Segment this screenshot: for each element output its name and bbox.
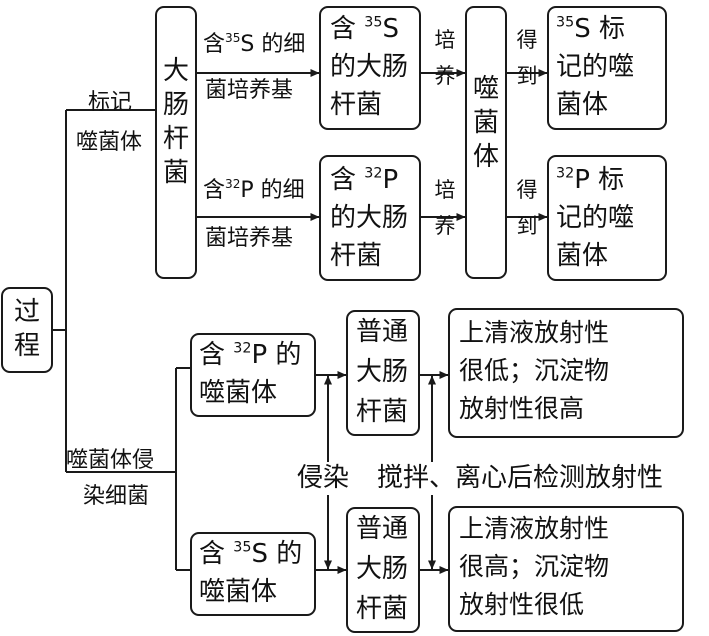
obtain-label-bottom: 得到 [516,178,538,238]
p32-phage-line2: 噬菌体 [199,378,278,408]
s35-result-line3: 菌体 [556,90,609,120]
normal-ecoli-box-bottom [346,507,420,633]
branch-label-top-2: 噬菌体 [76,130,143,155]
normal-ecoli-top-line3: 杆菌 [356,397,409,427]
result-s35-line2: 很高；沉淀物 [459,552,610,581]
s35-medium-line1: 含35S 的细 [203,30,306,57]
s35-ecoli-box [319,6,421,130]
process-detect-label: 搅拌、离心后检测放射性 [376,462,665,495]
s35-result-line1: 35S 标 [556,14,625,44]
p32-ecoli-line3: 杆菌 [330,241,383,271]
p32-result-line3: 菌体 [556,241,609,271]
result-p32-box [448,308,684,438]
branch-label-infect: 噬菌体侵 [66,448,155,473]
s35-result-box [547,6,667,130]
ecoli-box [155,6,197,279]
p32-phage-box [190,333,316,417]
normal-ecoli-top-line1: 普通 [356,317,409,347]
root-box [1,287,53,373]
p32-result-line2: 记的噬 [556,203,635,233]
s35-phage-line2: 噬菌体 [199,577,278,607]
result-p32-line1: 上清液放射性 [459,318,610,347]
normal-ecoli-bottom-line2: 大肠 [356,554,409,584]
p32-medium-line1: 含32P 的细 [203,176,305,203]
result-p32-line3: 放射性很高 [459,394,585,423]
culture-label-top: 培养 [434,28,456,88]
normal-ecoli-bottom-line1: 普通 [356,514,409,544]
branch-label-top: 标记 [88,90,133,115]
s35-result-line2: 记的噬 [556,52,635,82]
p32-result-box [547,155,667,281]
s35-ecoli-line2: 的大肠 [330,52,409,82]
result-s35-box [448,506,684,632]
obtain-label-top: 得到 [516,28,538,88]
p32-ecoli-box [319,155,421,281]
s35-phage-line1: 含 35S 的 [199,539,303,569]
culture-label-bottom: 培养 [434,178,456,238]
s35-ecoli-line3: 杆菌 [330,90,383,120]
p32-medium-line2: 菌培养基 [205,226,294,251]
p32-phage-line1: 含 32P 的 [199,340,302,370]
s35-medium-line2: 菌培养基 [205,78,294,103]
result-s35-line1: 上清液放射性 [459,514,610,543]
process-infect-label: 侵染 [296,462,351,495]
s35-ecoli-line1: 含 35S [330,14,399,44]
normal-ecoli-bottom-line3: 杆菌 [356,594,409,624]
root-label: 过程 [13,297,40,361]
s35-phage-box [190,532,316,616]
branch-label-infect-2: 染细菌 [83,484,150,509]
normal-ecoli-top-line2: 大肠 [356,357,409,387]
p32-result-line1: 32P 标 [556,165,625,195]
phage-label: 噬菌体 [472,74,499,172]
phage-box [465,6,507,279]
result-p32-line2: 很低；沉淀物 [459,356,610,385]
p32-ecoli-line2: 的大肠 [330,203,409,233]
ecoli-label: 大肠杆菌 [162,56,189,188]
result-s35-line3: 放射性很低 [459,590,585,619]
p32-ecoli-line1: 含 32P [330,165,399,195]
normal-ecoli-box-top [346,310,420,436]
